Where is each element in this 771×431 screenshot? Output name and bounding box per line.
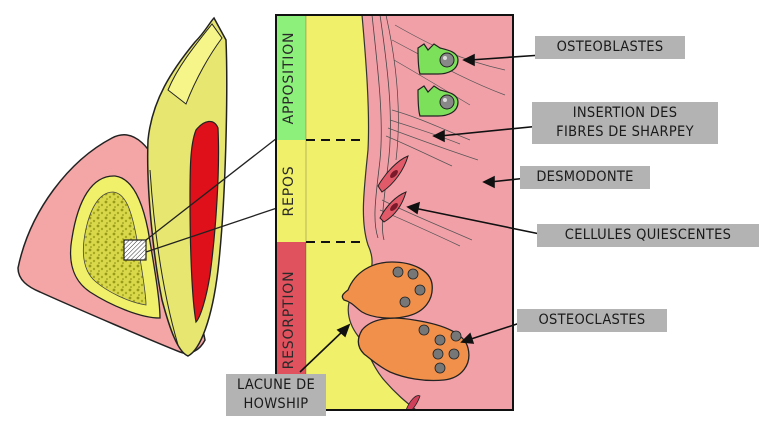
osteoblast-cell	[417, 43, 459, 75]
label-insertion-fibres: INSERTION DES FIBRES DE SHARPEY	[532, 102, 718, 144]
label-cellules-quiescentes: CELLULES QUIESCENTES	[537, 224, 759, 247]
osteoblast-cell	[417, 85, 459, 117]
quiescent-cell	[379, 191, 407, 223]
label-cellules-text: CELLULES QUIESCENTES	[564, 227, 732, 243]
zone-label-apposition: APPOSITION	[281, 31, 297, 125]
bone-region	[276, 15, 416, 410]
zoom-connector-top	[145, 137, 278, 241]
label-desmodonte-text: DESMODONTE	[536, 169, 634, 185]
label-lacune-line2: HOWSHIP	[243, 396, 309, 412]
zone-label-repos: REPOS	[281, 165, 297, 217]
quiescent-cell	[377, 155, 409, 193]
magnified-view	[275, 14, 514, 411]
magnified-box-frame	[275, 14, 514, 411]
tooth-enamel	[167, 23, 223, 105]
tooth-pulp	[189, 120, 220, 324]
label-osteoblastes: OSTEOBLASTES	[535, 36, 685, 59]
zoom-connector-bottom	[145, 207, 278, 253]
label-lacune-line1: LACUNE DE	[236, 377, 316, 393]
label-desmodonte: DESMODONTE	[520, 166, 650, 189]
repos-strip	[276, 140, 306, 242]
magnified-area-marker	[123, 239, 147, 261]
label-osteoclastes: OSTEOCLASTES	[517, 309, 667, 332]
spongy-bone	[82, 191, 147, 306]
label-insertion-line2: FIBRES DE SHARPEY	[556, 124, 694, 140]
tooth-section-illustration	[17, 16, 278, 357]
apposition-strip	[276, 15, 306, 140]
label-osteoblastes-text: OSTEOBLASTES	[556, 39, 664, 55]
label-insertion-line1: INSERTION DES	[572, 105, 678, 121]
label-osteoclastes-text: OSTEOCLASTES	[538, 312, 646, 328]
osteoclast-cell	[341, 261, 433, 319]
zone-label-resorption: RESORPTION	[281, 270, 297, 370]
osteoclast-cell	[357, 317, 470, 382]
label-lacune-howship: LACUNE DE HOWSHIP	[226, 374, 326, 416]
